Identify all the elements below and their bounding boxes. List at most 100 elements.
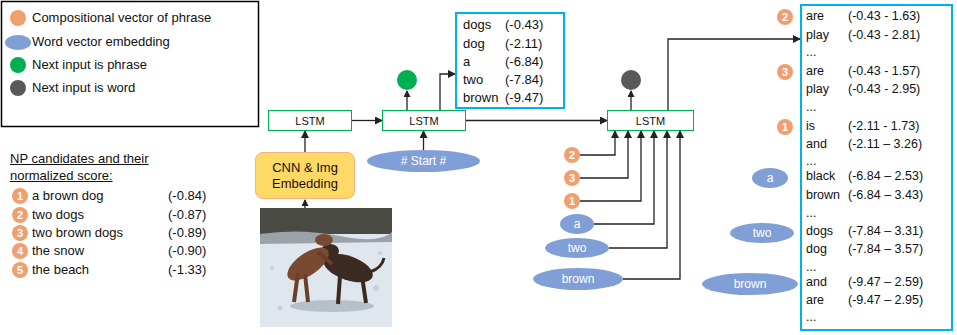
score: (-9.47 – 2.95) <box>848 293 923 308</box>
node-text: CNN & Img Embedding <box>256 160 354 192</box>
score: brown <box>463 90 498 105</box>
score: (-2.11 – 3.26) <box>848 137 922 152</box>
score-text: (-0.87) <box>168 207 206 223</box>
word: black <box>806 169 835 184</box>
encoder-box: CNN & Img Embedding <box>255 152 355 199</box>
node-text: two <box>753 226 772 241</box>
word: are <box>806 293 824 308</box>
node-text: 1 <box>17 189 23 203</box>
list-heading: NP candidates and their normalized score… <box>10 150 160 184</box>
connector-arrow <box>304 131 305 152</box>
node-text: a <box>574 217 581 232</box>
node-text: 3 <box>782 65 788 79</box>
node-text: a <box>767 171 774 186</box>
node-outline <box>564 170 580 186</box>
legend-swatch <box>10 57 26 73</box>
connector-arrow <box>580 131 615 155</box>
node-outline <box>777 119 793 135</box>
connector-arrow <box>423 131 424 150</box>
node-text: 3 <box>17 226 23 240</box>
node-outline <box>12 225 28 241</box>
node-text: 1 <box>782 120 788 134</box>
node-outline <box>730 223 794 243</box>
callout-number: 2 <box>777 9 793 25</box>
phrase-text: a brown dog <box>32 188 104 204</box>
node-text: 2 <box>782 10 788 24</box>
start-token: # Start # <box>367 150 480 172</box>
connector-arrow <box>352 120 382 121</box>
legend-swatch <box>5 35 31 50</box>
score: (-0.43 - 1.63) <box>848 9 920 24</box>
score: two <box>463 72 483 87</box>
word-input: a <box>560 214 594 234</box>
score: (-7.84) <box>505 72 543 87</box>
legend-text: Compositional vector of phrase <box>32 10 211 26</box>
phrase-text: the beach <box>32 262 89 278</box>
legend-text: Word vector embedding <box>32 34 170 50</box>
callout-number: 2 <box>12 207 28 223</box>
callout-number: 1 <box>777 119 793 135</box>
ellipsis: ... <box>806 260 816 275</box>
word-score-box: dogs(-0.43)dog(-2.11)a(-6.84)two(-7.84)b… <box>455 12 565 109</box>
score: (-0.43 - 1.57) <box>848 64 920 79</box>
image-arrow <box>304 200 305 208</box>
connector-arrow <box>440 74 455 110</box>
word-callout: brown <box>702 273 798 295</box>
node-text: brown <box>562 272 595 287</box>
score-text: (-0.84) <box>168 188 206 204</box>
connector-arrow <box>580 131 641 201</box>
node-text: 5 <box>17 263 23 277</box>
score: (-6.84 – 2.53) <box>848 169 923 184</box>
score: (-0.43 - 2.81) <box>848 28 920 43</box>
legend-swatch <box>10 10 26 26</box>
connector-arrow <box>594 131 654 224</box>
word: and <box>806 275 827 290</box>
node-text: brown <box>734 277 767 292</box>
connector-arrow <box>580 131 628 178</box>
node-text: LSTM <box>295 114 324 128</box>
node-text: two <box>568 241 587 256</box>
legend-text: Next input is word <box>32 80 135 96</box>
phrase-input: 3 <box>564 170 580 186</box>
word: dog <box>806 242 827 257</box>
score: (-9.47 – 2.59) <box>848 275 923 290</box>
word: dogs <box>806 224 833 239</box>
node-outline <box>12 243 28 259</box>
callout-number: 1 <box>12 188 28 204</box>
score: (-9.47) <box>505 90 543 105</box>
phrase-text: the snow <box>32 243 84 259</box>
word: play <box>806 82 829 97</box>
flag-arrow <box>630 91 631 110</box>
score: (-0.43) <box>505 17 543 32</box>
node-outline <box>702 273 798 295</box>
node-outline <box>12 188 28 204</box>
score: (-7.84 – 3.57) <box>848 242 923 257</box>
node-outline <box>12 262 28 278</box>
node-text: 2 <box>17 208 23 222</box>
word: play <box>806 28 829 43</box>
word: dogs <box>463 17 491 32</box>
node-outline <box>560 214 594 234</box>
word-flag <box>621 70 641 90</box>
ellipsis: ... <box>806 154 816 169</box>
node-outline <box>367 150 480 172</box>
legend-text: Next input is phrase <box>32 57 147 73</box>
word: are <box>806 64 824 79</box>
word: brown <box>806 188 840 203</box>
score: (-7.84 – 3.31) <box>848 224 923 239</box>
ellipsis: ... <box>806 310 816 325</box>
node-outline <box>752 168 788 188</box>
node-text: LSTM <box>409 114 438 128</box>
node-outline <box>564 147 580 163</box>
lstm-cell: LSTM <box>382 110 466 131</box>
word-input: brown <box>533 268 623 290</box>
callout-number: 4 <box>12 243 28 259</box>
ellipsis: ... <box>806 100 816 115</box>
phrase-flag <box>397 70 417 90</box>
connector-arrow <box>609 131 667 248</box>
word: dog <box>463 36 485 51</box>
node-outline <box>533 268 623 290</box>
legend-frame <box>2 2 259 127</box>
score: (-6.84) <box>505 54 543 69</box>
